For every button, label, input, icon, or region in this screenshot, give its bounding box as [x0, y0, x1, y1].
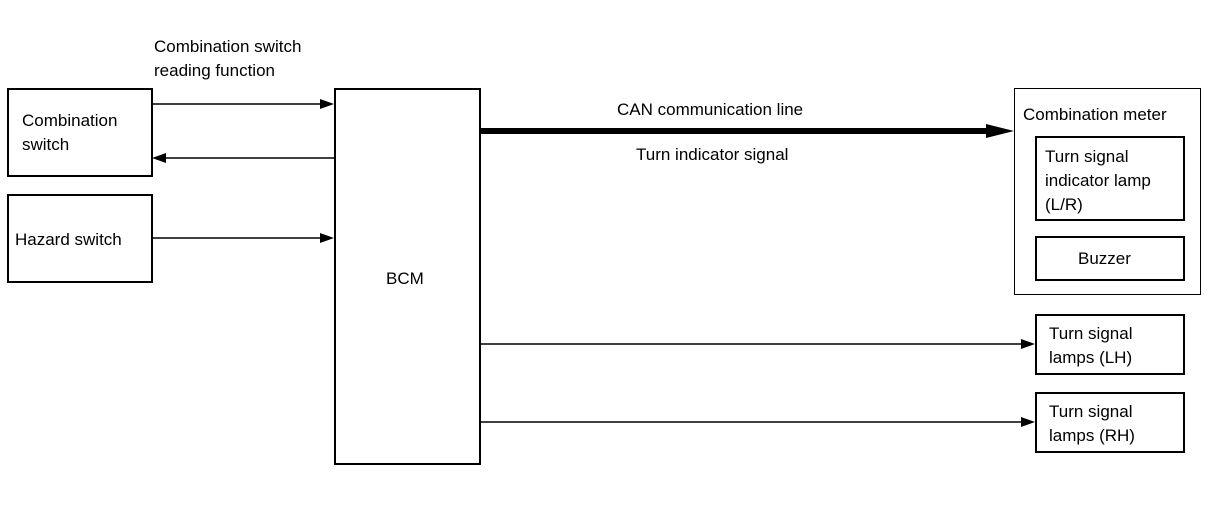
can-line-label: CAN communication line [617, 100, 804, 119]
indicator-lamp-label-line1: Turn signal [1045, 147, 1129, 166]
lamps-rh-label-line1: Turn signal [1049, 402, 1133, 421]
turn-signal-lamps-lh-block: Turn signal lamps (LH) [1035, 314, 1185, 375]
hazard-to-bcm-arrowhead [320, 233, 334, 243]
combination-switch-label-line1: Combination [22, 111, 118, 130]
lamps-rh-arrowhead [1021, 417, 1035, 427]
indicator-lamp-label-line3: (L/R) [1045, 195, 1083, 214]
hazard-switch-block: Hazard switch [7, 194, 153, 283]
combination-meter-block: Combination meter Turn signal indicator … [1014, 88, 1201, 295]
lamps-lh-label-line1: Turn signal [1049, 324, 1133, 343]
combination-switch-block: Combination switch [7, 88, 153, 177]
lamps-lh-label-line2: lamps (LH) [1049, 348, 1133, 367]
bcm-block: BCM [334, 88, 481, 465]
lamps-rh-label-line2: lamps (RH) [1049, 426, 1135, 445]
buzzer-label: Buzzer [1078, 249, 1131, 268]
lamps-lh-arrowhead [1021, 339, 1035, 349]
combination-meter-label: Combination meter [1023, 105, 1167, 124]
buzzer-block: Buzzer [1035, 236, 1185, 281]
bcm-to-comb-switch-arrowhead [152, 153, 166, 163]
indicator-lamp-label-line2: indicator lamp [1045, 171, 1151, 190]
can-line-arrowhead [986, 124, 1014, 138]
reading-function-label-line1: Combination switch [154, 37, 302, 56]
reading-function-label-line2: reading function [154, 61, 275, 80]
combination-switch-label-line2: switch [22, 135, 70, 154]
hazard-switch-label: Hazard switch [15, 230, 122, 249]
comb-switch-to-bcm-arrowhead [320, 99, 334, 109]
turn-signal-indicator-lamp-block: Turn signal indicator lamp (L/R) [1035, 136, 1185, 221]
bcm-label: BCM [386, 269, 424, 288]
turn-indicator-signal-label: Turn indicator signal [636, 145, 789, 164]
turn-signal-lamps-rh-block: Turn signal lamps (RH) [1035, 392, 1185, 453]
